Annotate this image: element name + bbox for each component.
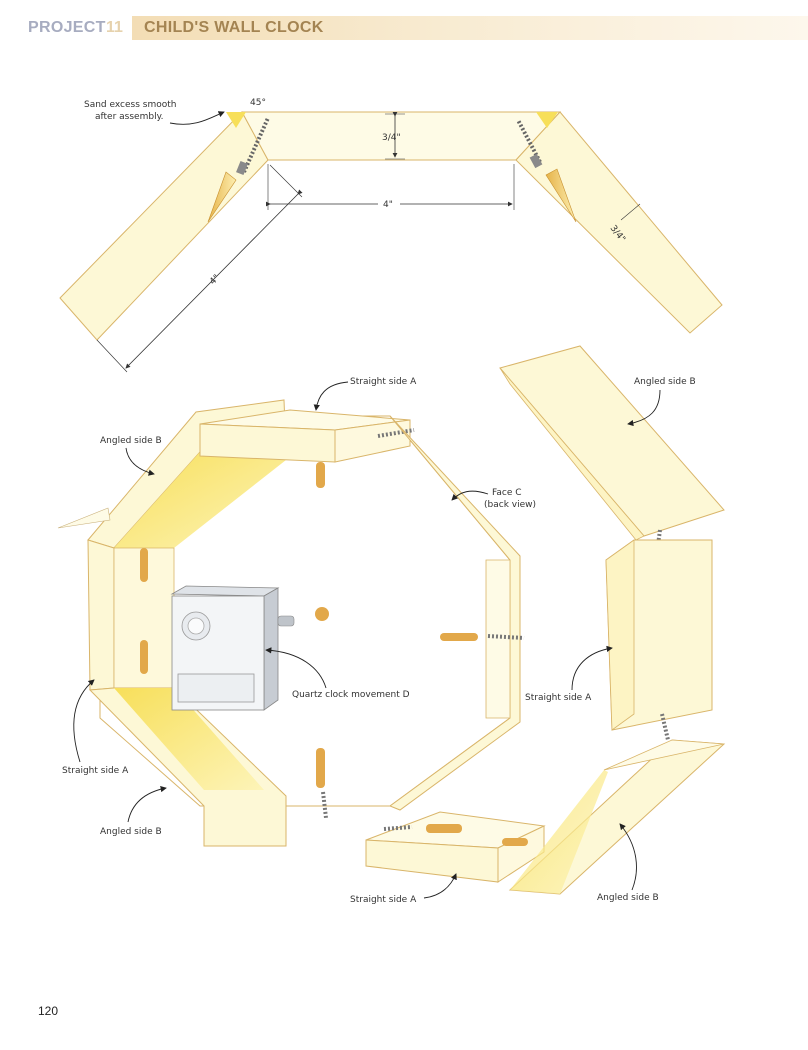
label-angled-side-b-left: Angled side B — [100, 436, 162, 446]
label-straight-side-a-right: Straight side A — [525, 693, 592, 703]
sand-note-line2: after assembly. — [95, 112, 163, 122]
straight-side-a-left — [87, 539, 115, 691]
label-angled-side-b-bottom-right: Angled side B — [597, 893, 659, 903]
dim-length-diag — [125, 189, 303, 369]
dim-thickness-top-label: 3/4" — [382, 133, 401, 143]
page-number: 120 — [38, 1004, 59, 1018]
bottom-part-screw-icon — [383, 825, 413, 831]
straight-side-a-top-end — [334, 419, 411, 463]
angled-side-b-lower-inner — [114, 688, 264, 790]
label-face-c: Face C — [492, 488, 522, 498]
right-angled-board — [515, 111, 723, 334]
dim-width-top-label: 4" — [383, 200, 393, 210]
page-header: PROJECT 11 CHILD'S WALL CLOCK — [0, 16, 808, 40]
shaft-hole — [315, 607, 329, 621]
label-straight-side-a-bottom: Straight side A — [350, 895, 417, 905]
label-quartz-movement: Quartz clock movement D — [292, 690, 410, 700]
label-face-c-sub: (back view) — [484, 500, 536, 510]
right-lower-screw-icon — [660, 713, 670, 741]
angle-label: 45° — [250, 98, 266, 108]
clock-assembly — [57, 345, 726, 895]
label-angled-side-b-bottom-left: Angled side B — [100, 827, 162, 837]
bottom-face-screw-icon — [321, 791, 328, 819]
callout-labels: Straight side A Angled side B Angled sid… — [62, 377, 696, 905]
straight-side-a-top-front — [199, 423, 336, 463]
label-straight-side-a-left: Straight side A — [62, 766, 129, 776]
project-number: 11 — [106, 19, 123, 36]
quartz-movement-icon — [170, 585, 295, 711]
left-excess-corner — [226, 112, 246, 128]
right-screw-icon — [516, 119, 577, 223]
left-angled-board — [59, 111, 269, 341]
label-straight-side-a-top: Straight side A — [350, 377, 417, 387]
sand-note: Sand excess smooth — [84, 100, 176, 110]
project-label: PROJECT — [28, 19, 106, 36]
top-straight-board — [241, 111, 562, 161]
dim-length-diag-label: 4" — [208, 273, 222, 287]
header-band — [132, 16, 808, 40]
joint-diagram: 3/4" 4" 4" 3/4" 45° Sand excess smooth a… — [59, 98, 723, 373]
label-angled-side-b-top-right: Angled side B — [634, 377, 696, 387]
angled-side-b-upper-inner — [114, 452, 286, 548]
right-excess-corner — [536, 112, 558, 128]
sand-note-arrow — [169, 111, 225, 125]
left-side-screw-icon — [57, 507, 111, 529]
project-title: CHILD'S WALL CLOCK — [144, 19, 324, 36]
